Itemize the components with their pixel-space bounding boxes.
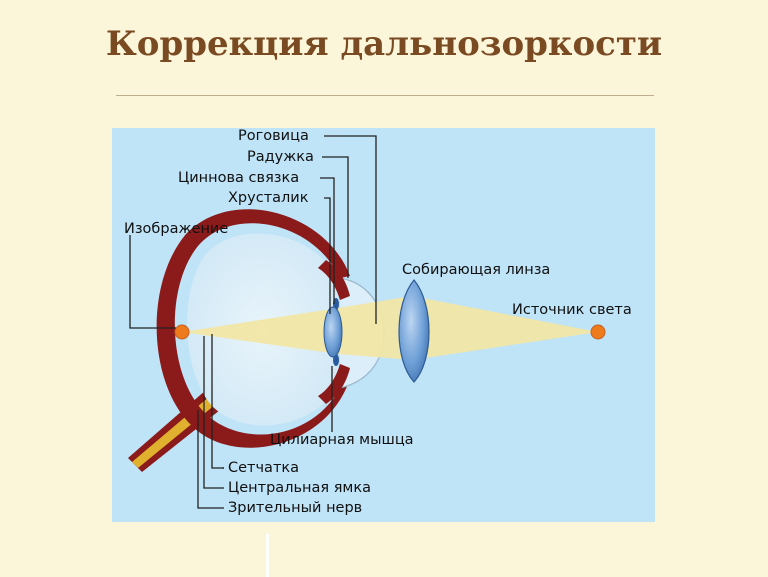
label-fovea: Центральная ямка [228,480,372,496]
label-lens: Хрусталик [228,190,309,206]
label-ciliary-muscle: Цилиарная мышца [270,432,414,448]
label-retina: Сетчатка [228,460,300,476]
label-cornea: Роговица [238,128,309,144]
label-iris: Радужка [247,149,314,165]
image-point [174,324,190,340]
bottom-marker [266,534,269,577]
page-title: Коррекция дальнозоркости [105,24,663,64]
leader-lines [129,135,377,509]
label-optic-nerve: Зрительный нерв [228,500,363,516]
crystalline-lens [323,306,343,358]
label-zonule: Циннова связка [178,170,300,186]
label-image: Изображение [124,221,229,237]
eye-diagram-graphic [128,135,606,509]
iris-lower [318,364,350,404]
light-source-point [590,324,606,340]
label-light-source: Источник света [512,302,632,318]
light-beam [182,296,598,360]
converging-lens [398,279,430,383]
title-divider [116,95,654,96]
label-converging-lens: Собирающая линза [402,262,551,278]
eye-diagram: Роговица Радужка Циннова связка Хрустали… [112,128,655,522]
